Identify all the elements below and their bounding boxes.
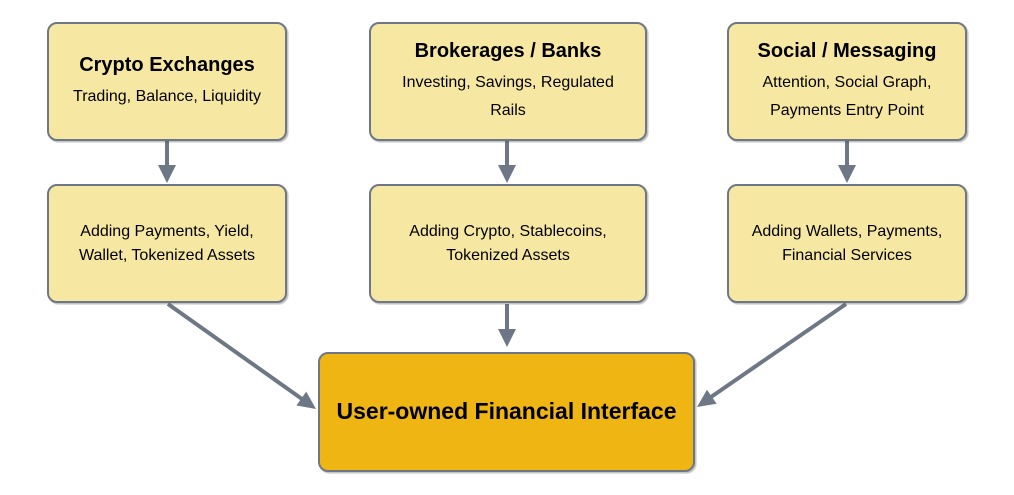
node-subtitle: Investing, Savings, Regulated Rails [402,74,614,119]
transition-label: Adding Wallets, Payments, Financial Serv… [751,222,943,264]
arrow-center-transition-to-target [498,304,516,347]
node-crypto-exchanges: Crypto Exchanges Trading, Balance, Liqui… [47,22,287,141]
node-brokerages-banks: Brokerages / Banks Investing, Savings, R… [369,22,647,141]
arrow-left-transition-to-target [166,302,316,409]
node-transition-brokerages-banks: Adding Crypto, Stablecoins, Tokenized As… [369,184,647,303]
node-title: Brokerages / Banks [414,40,602,62]
arrow-social-messaging-down [838,141,856,183]
node-transition-crypto-exchanges: Adding Payments, Yield, Wallet, Tokenize… [47,184,287,303]
arrow-right-transition-to-target [697,302,848,407]
node-title: Crypto Exchanges [79,54,255,76]
node-transition-social-messaging: Adding Wallets, Payments, Financial Serv… [727,184,967,303]
node-social-messaging: Social / Messaging Attention, Social Gra… [727,22,967,141]
arrow-brokerages-banks-down [498,141,516,183]
node-title: Social / Messaging [757,40,937,62]
node-user-owned-financial-interface: User-owned Financial Interface [318,352,695,472]
node-subtitle: Attention, Social Graph, Payments Entry … [762,74,932,119]
arrow-crypto-exchanges-down [158,141,176,183]
node-subtitle: Trading, Balance, Liquidity [73,88,261,105]
transition-label: Adding Crypto, Stablecoins, Tokenized As… [409,222,607,264]
transition-label: Adding Payments, Yield, Wallet, Tokenize… [78,222,256,264]
target-title: User-owned Financial Interface [336,398,677,425]
